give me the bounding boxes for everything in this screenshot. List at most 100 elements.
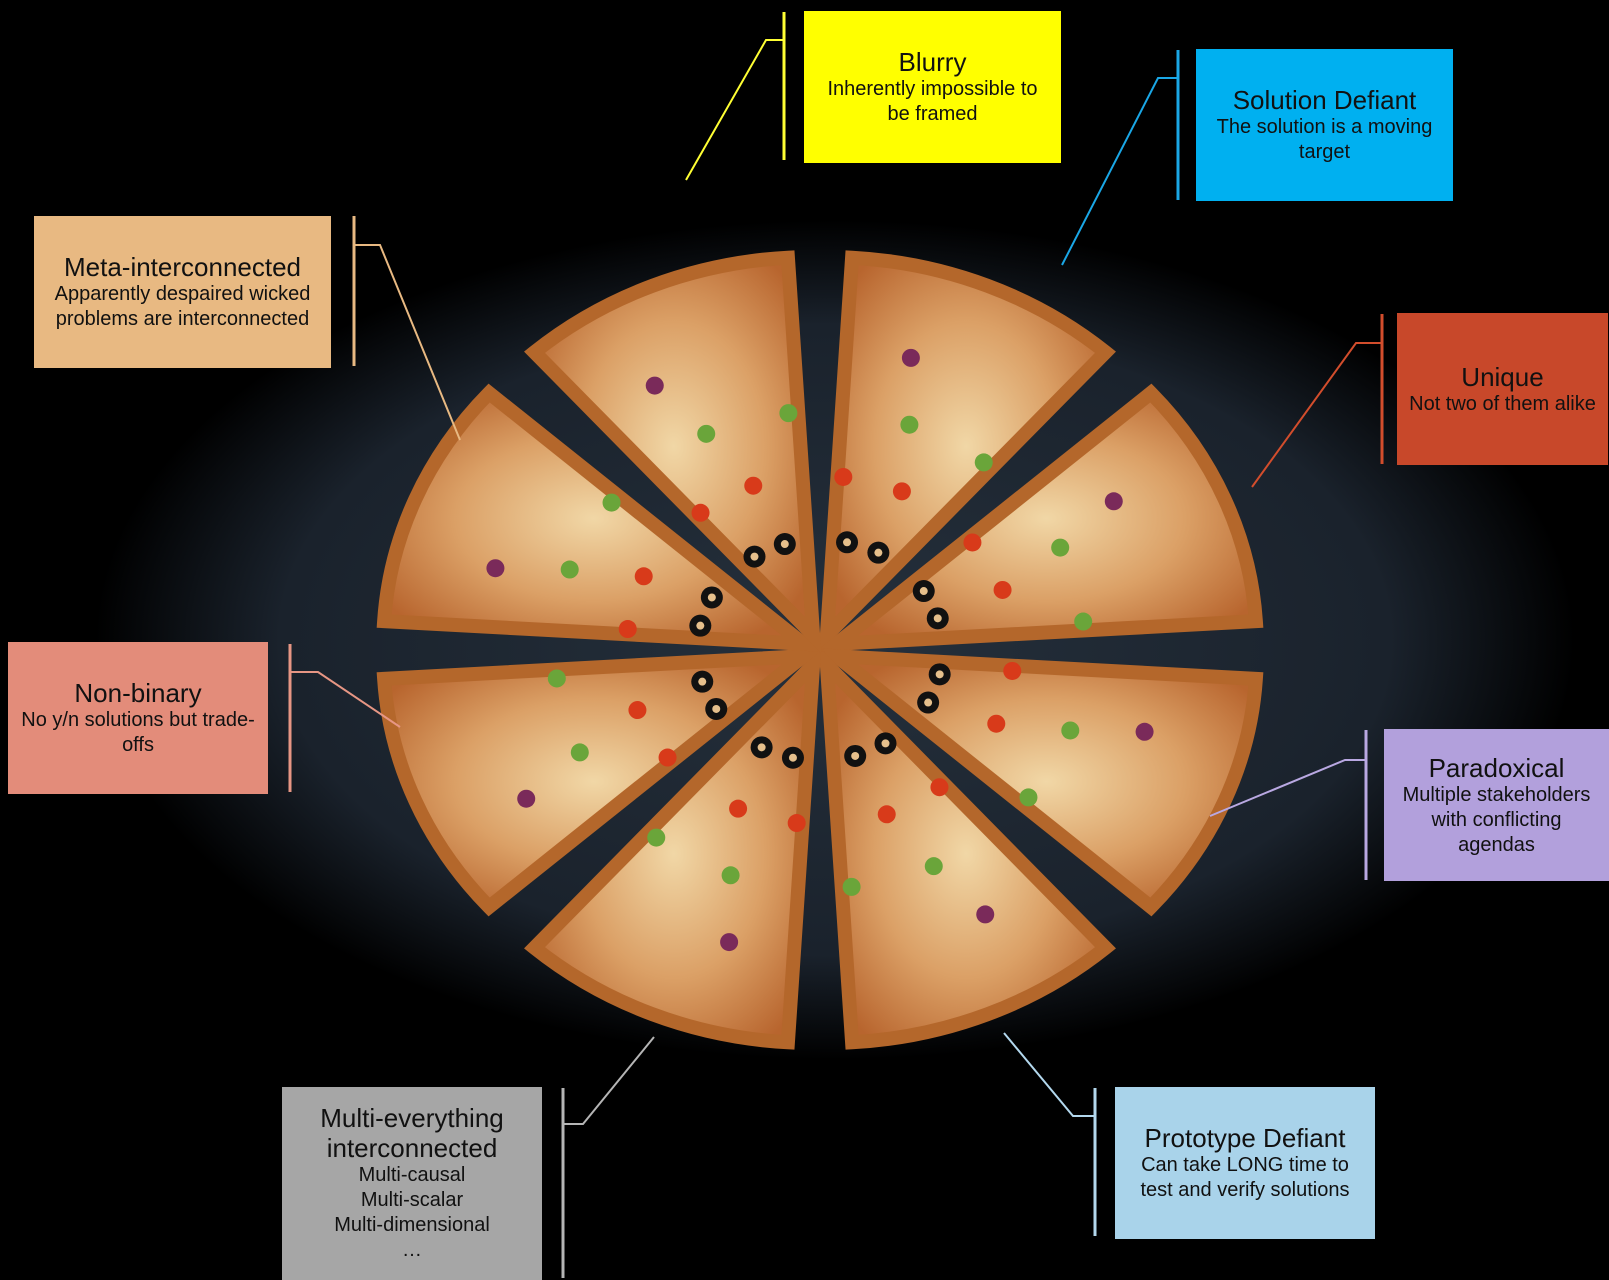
topping [901, 348, 920, 367]
unique-leader-line [1251, 342, 1382, 488]
prototype-defiant-box: Prototype Defiant Can take LONG time to … [1115, 1087, 1375, 1239]
multi-everything-line-4: … [402, 1239, 422, 1261]
topping [892, 482, 911, 501]
multi-everything-title: Multi-everything interconnected [320, 1103, 504, 1163]
olive-hole [712, 704, 721, 713]
non-binary-description: No y/n solutions but trade-offs [21, 709, 255, 756]
olive-hole [933, 614, 942, 623]
topping [634, 567, 653, 586]
blurry-leader-line [685, 39, 784, 181]
topping [618, 620, 637, 639]
topping [1104, 492, 1123, 511]
topping [570, 743, 589, 762]
non-binary-leader-line [290, 671, 401, 728]
pizza-slice [815, 383, 1264, 652]
topping [834, 467, 853, 486]
multi-everything-line-2: Multi-scalar [360, 1189, 464, 1211]
topping [1061, 721, 1080, 740]
unique-title: Unique [1461, 361, 1544, 392]
multi-everything-leader-line [563, 1036, 655, 1125]
topping [930, 778, 949, 797]
topping [1051, 538, 1070, 557]
topping [602, 493, 621, 512]
topping [1003, 661, 1022, 680]
topping [900, 415, 919, 434]
topping [1074, 612, 1093, 631]
prototype-defiant-title: Prototype Defiant [1144, 1123, 1346, 1153]
pizza-slice [376, 383, 825, 652]
topping [1019, 788, 1038, 807]
topping [697, 424, 716, 443]
olive-hole [696, 621, 705, 630]
multi-everything-line-1: Multi-causal [358, 1164, 466, 1186]
topping [517, 789, 536, 808]
topping [691, 503, 710, 522]
olive-hole [881, 739, 890, 748]
blurry-box: Blurry Inherently impossible to be frame… [804, 11, 1061, 163]
olive-hole [757, 743, 766, 752]
olive-hole [935, 670, 944, 679]
topping [645, 376, 664, 395]
pizza-slice [818, 646, 1116, 1050]
unique-box: Unique Not two of them alike [1397, 313, 1608, 465]
topping [729, 799, 748, 818]
topping [924, 857, 943, 876]
olive-hole [707, 593, 716, 602]
pizza-slice [376, 648, 825, 917]
topping [647, 828, 666, 847]
pizza-slice [524, 250, 822, 654]
solution-defiant-description: The solution is a moving target [1216, 116, 1433, 163]
paradoxical-title: Paradoxical [1428, 752, 1565, 783]
solution-defiant-title: Solution Defiant [1232, 85, 1417, 115]
olive-hole [780, 540, 789, 549]
topping [974, 453, 993, 472]
olive-hole [874, 548, 883, 557]
topping [987, 714, 1006, 733]
topping [963, 533, 982, 552]
olive-hole [851, 751, 860, 760]
olive-hole [788, 753, 797, 762]
topping [486, 559, 505, 578]
meta-interconnected-title: Meta-interconnected [63, 252, 302, 282]
blurry-title: Blurry [898, 47, 967, 77]
topping [787, 814, 806, 833]
meta-interconnected-description: Apparently despaired wicked problems are… [54, 283, 311, 330]
prototype-defiant-description: Can take LONG time to test and verify so… [1140, 1154, 1350, 1201]
paradoxical-description: Multiple stakeholders with conflicting a… [1402, 783, 1591, 856]
topping [547, 669, 566, 688]
topping [720, 933, 739, 952]
topping [744, 476, 763, 495]
topping [993, 580, 1012, 599]
unique-description: Not two of them alike [1409, 392, 1596, 415]
pizza-slices [376, 250, 1264, 1050]
topping [842, 877, 861, 896]
non-binary-title: Non-binary [74, 678, 202, 708]
topping [628, 701, 647, 720]
pizza-slice [815, 648, 1264, 917]
connector-lines [288, 12, 1384, 1278]
topping [1135, 722, 1154, 741]
pizza-slice [818, 250, 1116, 654]
topping [976, 905, 995, 924]
meta-interconnected-box: Meta-interconnected Apparently despaired… [34, 216, 331, 368]
topping [779, 404, 798, 423]
non-binary-box: Non-binary No y/n solutions but trade-of… [8, 642, 268, 794]
solution-defiant-leader-line [1061, 77, 1178, 266]
multi-everything-line-3: Multi-dimensional [334, 1214, 490, 1236]
topping [721, 866, 740, 885]
topping [658, 748, 677, 767]
solution-defiant-box: Solution Defiant The solution is a movin… [1196, 49, 1453, 201]
olive-hole [919, 587, 928, 596]
topping [560, 560, 579, 579]
multi-everything-box: Multi-everything interconnected Multi-ca… [282, 1087, 542, 1280]
prototype-defiant-leader-line [1003, 1032, 1095, 1117]
topping [877, 805, 896, 824]
pizza-slice [524, 646, 822, 1050]
paradoxical-box: Paradoxical Multiple stakeholders with c… [1384, 729, 1609, 881]
olive-hole [698, 677, 707, 686]
olive-hole [924, 698, 933, 707]
olive-hole [843, 538, 852, 547]
olive-hole [750, 552, 759, 561]
